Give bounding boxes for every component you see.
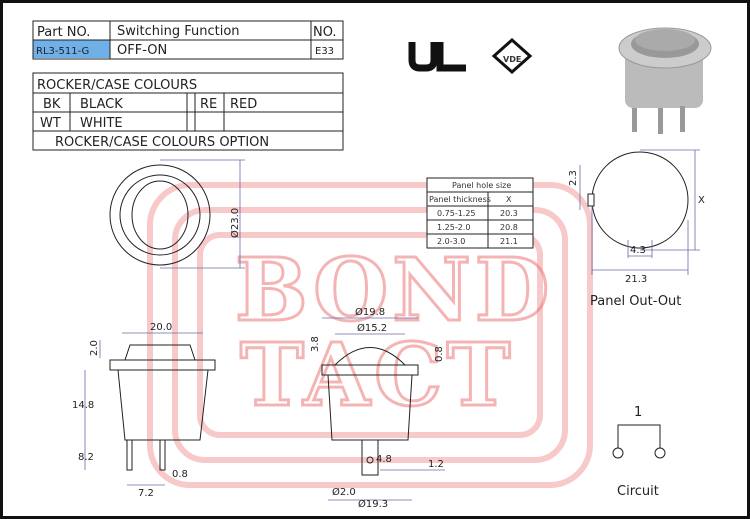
side-width: 20.0 — [150, 322, 172, 333]
side-height: 14.8 — [72, 400, 94, 411]
end-diameter-dome: Ø15.2 — [357, 322, 387, 334]
front-view: Ø23.0 — [109, 159, 245, 269]
panel-hole-title: Panel hole size — [452, 181, 511, 190]
panel-hole-cell: 20.3 — [500, 209, 518, 218]
end-terminal-thickness: 1.2 — [428, 459, 444, 470]
watermark-line1: BOND — [235, 240, 553, 341]
colour-code: RE — [200, 97, 217, 112]
part-table: Part NO. Switching Function NO. RL3-511-… — [32, 20, 344, 60]
colour-code: WT — [40, 116, 61, 131]
colour-table: ROCKER/CASE COLOURS BK BLACK WT WHITE RE… — [32, 72, 344, 151]
vde-logo: VDE — [491, 37, 533, 75]
panel-hole-header: Panel thickness — [429, 195, 491, 204]
colour-table-title: ROCKER/CASE COLOURS — [37, 78, 197, 93]
circuit-label: Circuit — [617, 484, 659, 499]
end-flange-height: 0.8 — [434, 346, 445, 362]
product-image — [618, 27, 712, 134]
panel-hole-table: Panel hole size Panel thickness X 0.75-1… — [426, 177, 534, 249]
front-diameter-label: Ø23.0 — [229, 208, 241, 238]
side-rocker-height: 2.0 — [89, 340, 100, 356]
panel-hole-cell: 1.25-2.0 — [437, 223, 470, 232]
part-number: RL3-511-G — [36, 46, 89, 57]
svg-text:VDE: VDE — [503, 55, 521, 64]
function-no: E33 — [315, 46, 334, 57]
end-diameter-top: Ø19.8 — [355, 306, 385, 318]
colour-code: BK — [43, 97, 61, 112]
panel-hole-cell: 20.8 — [500, 223, 518, 232]
header-part-no: Part NO. — [37, 25, 90, 40]
panel-hole-header: X — [506, 195, 512, 204]
circuit-diagram: 1 Circuit — [612, 405, 666, 499]
header-switching-function: Switching Function — [117, 24, 240, 39]
cutout-x-label: X — [698, 195, 705, 206]
colour-table-footer: ROCKER/CASE COLOURS OPTION — [55, 135, 269, 150]
ul-logo — [408, 42, 466, 72]
side-terminal-thickness: 0.8 — [172, 469, 188, 480]
cutout-diameter: 21.3 — [625, 274, 647, 285]
side-pitch: 7.2 — [138, 488, 154, 499]
colour-name: RED — [230, 97, 257, 112]
panel-cutout: X 2.3 4.3 21.3 Panel Out-Out — [568, 149, 705, 309]
end-dome-height: 3.8 — [310, 336, 321, 352]
end-hole-diameter: Ø2.0 — [332, 486, 356, 498]
cutout-label: Panel Out-Out — [590, 294, 681, 309]
end-body-diameter: Ø19.3 — [358, 498, 388, 510]
header-no: NO. — [313, 25, 337, 40]
colour-name: WHITE — [80, 116, 123, 131]
end-view: Ø19.8 Ø15.2 3.8 0.8 4.8 Ø2.0 Ø19.3 1.2 — [310, 306, 445, 510]
cutout-notch-height: 2.3 — [568, 170, 579, 186]
panel-hole-cell: 2.0-3.0 — [437, 237, 465, 246]
part-number-highlight — [33, 40, 110, 58]
panel-hole-cell: 21.1 — [500, 237, 518, 246]
end-terminal-width: 4.8 — [376, 454, 392, 465]
side-terminal-length: 8.2 — [78, 452, 94, 463]
cutout-notch-width: 4.3 — [630, 245, 646, 256]
side-view: 20.0 2.0 14.8 8.2 7.2 0.8 — [72, 322, 216, 499]
colour-name: BLACK — [80, 97, 123, 112]
circuit-pin-label: 1 — [634, 405, 642, 420]
panel-hole-cell: 0.75-1.25 — [437, 209, 476, 218]
switching-function: OFF-ON — [117, 43, 167, 58]
